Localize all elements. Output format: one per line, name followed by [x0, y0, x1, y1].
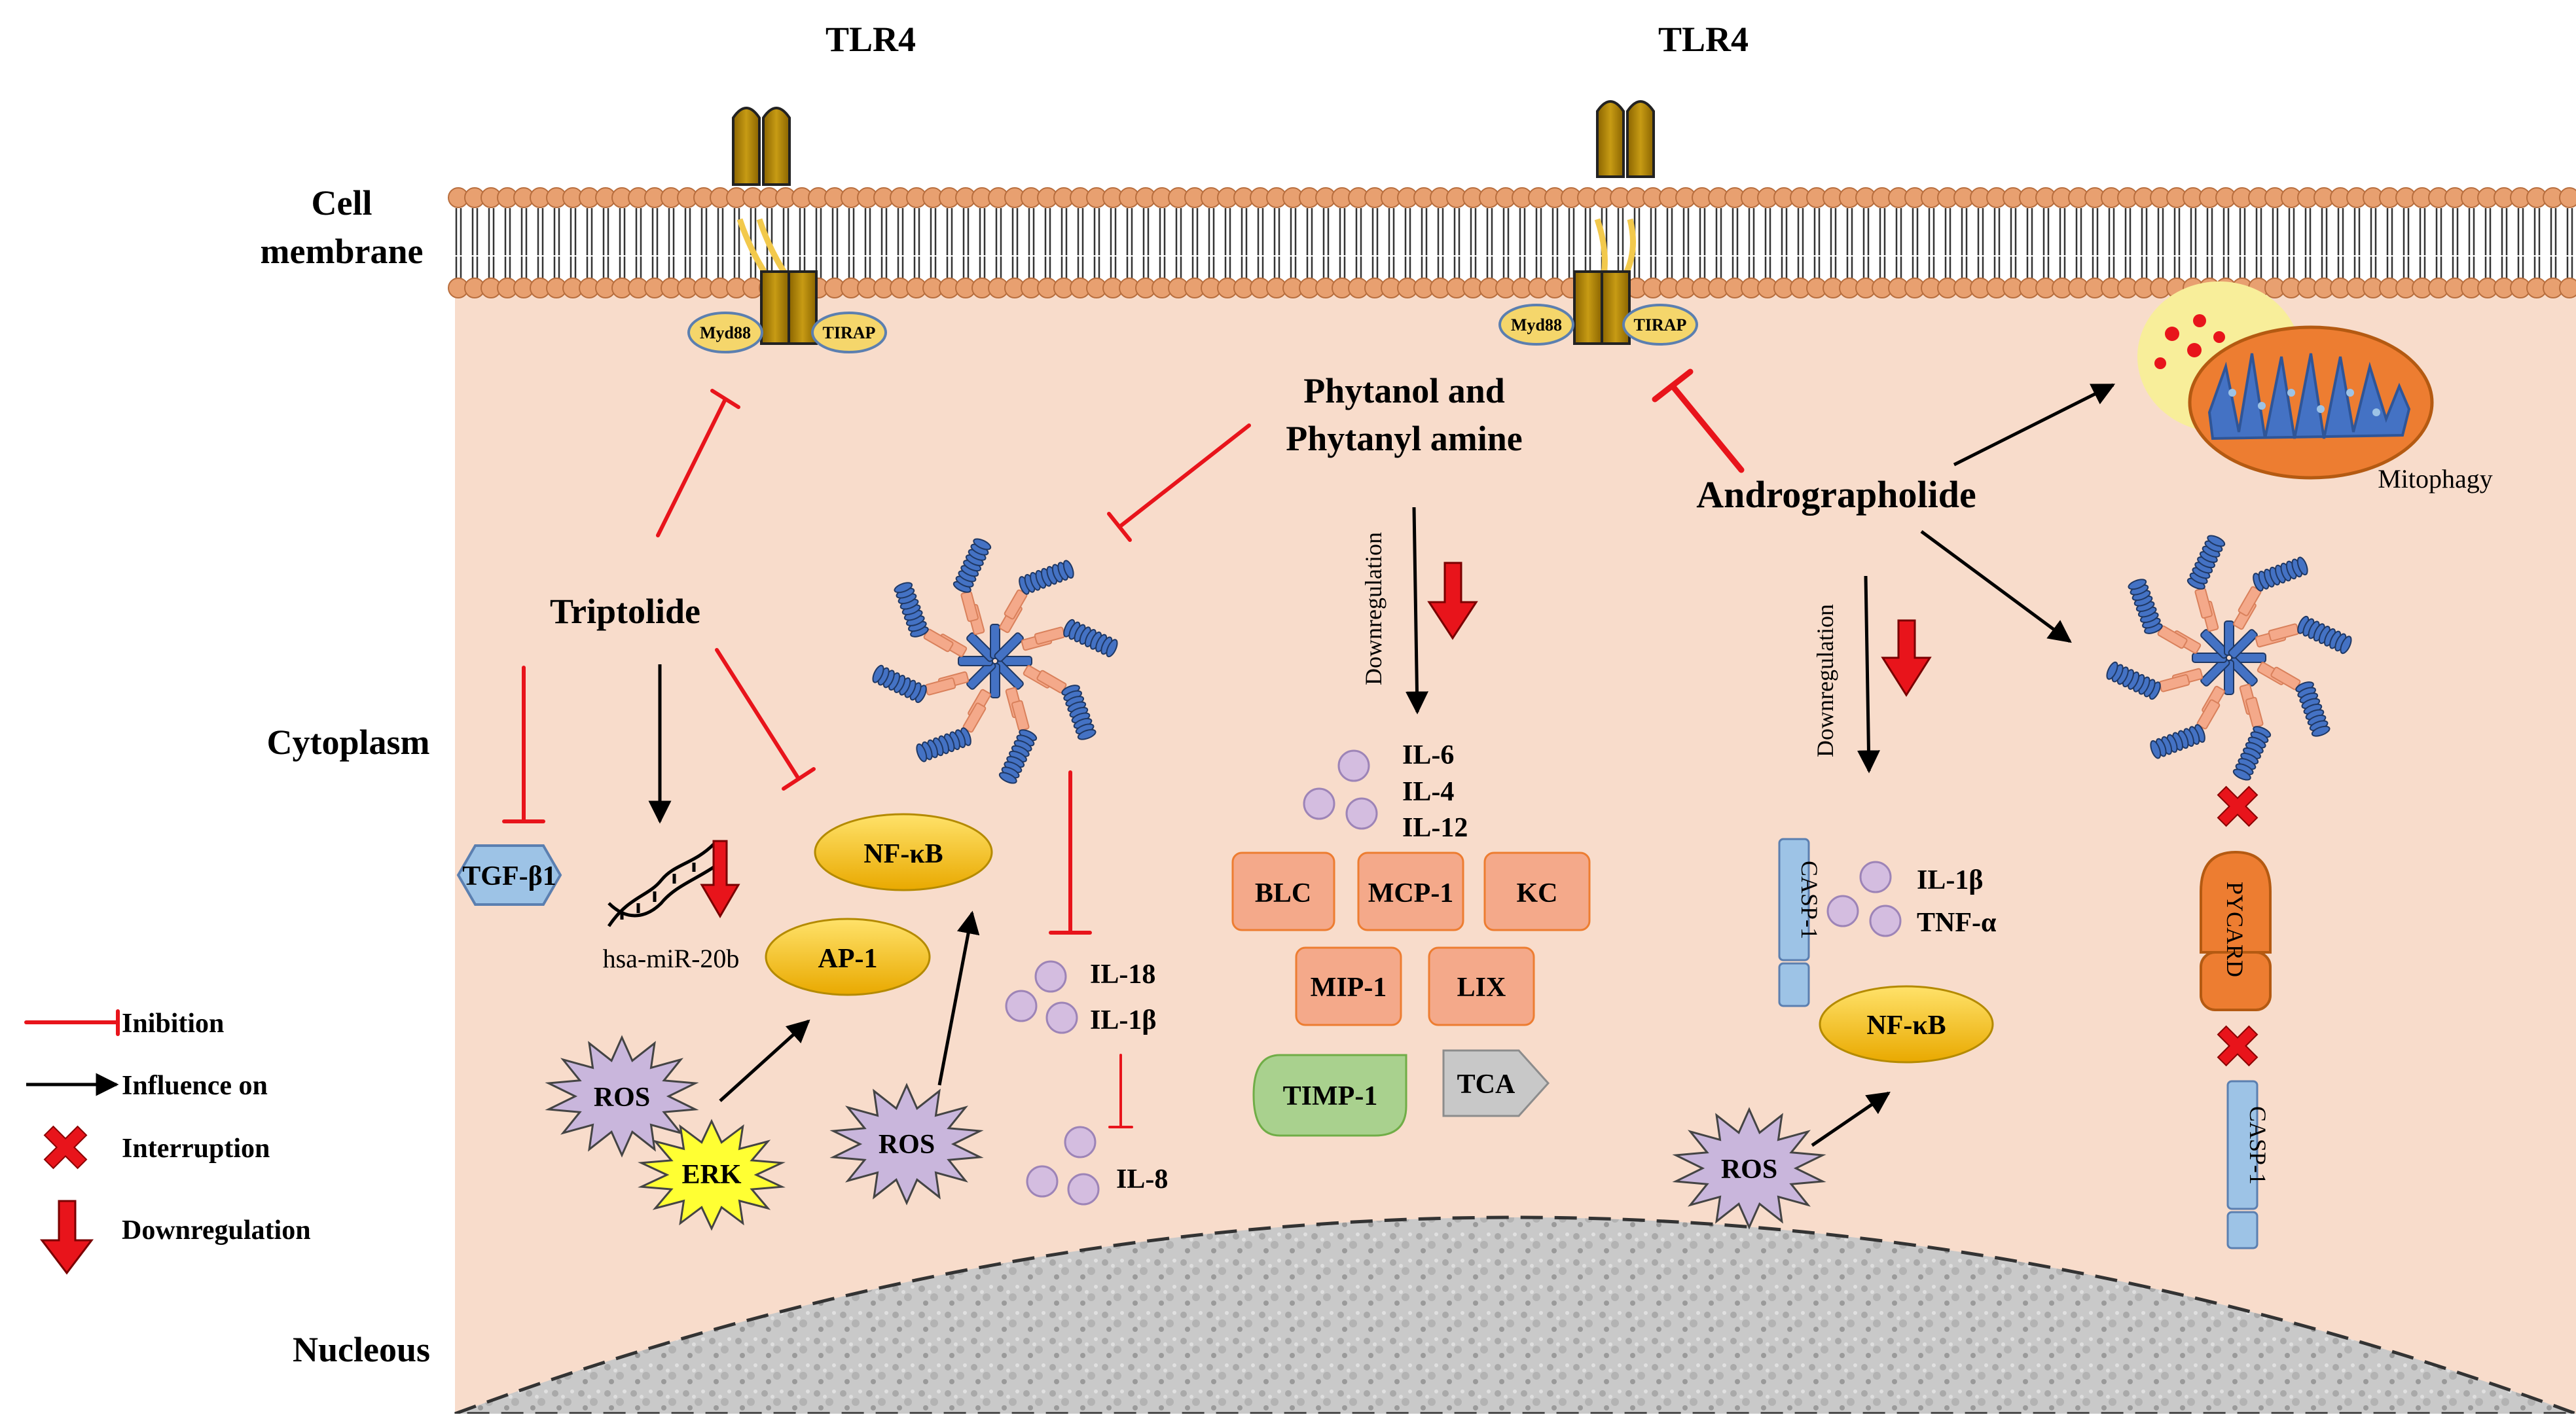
legend-interruption-label: Interruption — [122, 1134, 270, 1164]
timp1-label: TIMP-1 — [1283, 1081, 1378, 1111]
il12-label: IL-12 — [1402, 813, 1468, 843]
downregulation-arrow-mid — [1427, 562, 1478, 640]
downregulation-arrow-right — [1881, 619, 1932, 697]
tlr4-right-label: TLR4 — [1658, 20, 1749, 59]
blc-box — [1231, 852, 1335, 931]
tgf-beta1-hexagon — [456, 844, 562, 906]
il1b-right-label: IL-1β — [1917, 865, 1983, 895]
kc-label: KC — [1517, 878, 1558, 908]
inflammasome-left — [872, 538, 1118, 784]
interruption-marks — [43, 785, 2259, 1170]
casp1-left-label: CASP-1 — [1796, 861, 1823, 939]
tca-pentagon — [1442, 1049, 1550, 1117]
mip1-box — [1295, 946, 1402, 1026]
tirap-left-label: TIRAP — [823, 323, 876, 342]
legend: Inibition Influence on Interruption Down… — [122, 1009, 311, 1246]
il8-label: IL-8 — [1116, 1164, 1168, 1194]
nfkb-right-oval — [1819, 985, 1994, 1064]
andrographolide-label: Andrographolide — [1696, 473, 1976, 516]
tca-label: TCA — [1457, 1069, 1515, 1100]
tirap-right-label: TIRAP — [1634, 315, 1687, 334]
mcp1-label: MCP-1 — [1368, 878, 1454, 908]
erk-starburst — [638, 1119, 786, 1231]
ros-right-starburst — [1672, 1107, 1826, 1230]
cell-membrane — [448, 187, 2576, 298]
ros-mid-label: ROS — [879, 1130, 935, 1160]
ros-left-label: ROS — [594, 1083, 650, 1113]
kc-box — [1483, 852, 1591, 931]
cytokine-circles — [1005, 749, 1902, 1206]
mirna-label: hsa-miR-20b — [603, 944, 740, 973]
inflammasome-right — [2106, 535, 2352, 781]
ap1-oval — [765, 918, 931, 996]
downregulation-mid-label: Downregulation — [1360, 532, 1387, 685]
downregulation-arrow-mirna — [700, 840, 740, 918]
pycard-shape — [2200, 850, 2272, 1011]
myd88-right-label: Myd88 — [1511, 315, 1562, 334]
mitochondrion — [2137, 281, 2434, 480]
phytanol-label-2: Phytanyl amine — [1286, 419, 1523, 458]
il18-label: IL-18 — [1090, 960, 1155, 990]
cell-membrane-label-1: Cell — [312, 183, 372, 223]
lix-box — [1428, 946, 1535, 1026]
nfkb-left-oval — [814, 813, 993, 891]
casp1-left-bar — [1778, 838, 1810, 1007]
legend-inhibition-label: Inibition — [122, 1009, 224, 1039]
lix-label: LIX — [1457, 973, 1506, 1003]
triptolide-label: Triptolide — [550, 592, 700, 631]
pycard-label: PYCARD — [2222, 882, 2248, 977]
casp1-right-bar — [2226, 1080, 2259, 1249]
il6-label: IL-6 — [1402, 740, 1454, 770]
blc-label: BLC — [1255, 878, 1311, 908]
tlr4-receptor-right — [1498, 100, 1698, 346]
nucleous-label: Nucleous — [293, 1330, 430, 1369]
tlr4-receptor-left — [687, 107, 887, 353]
legend-downregulation-icon — [39, 1200, 94, 1275]
downregulation-right-label: Downregulation — [1812, 604, 1838, 757]
mcp1-box — [1357, 852, 1464, 931]
mirna-helix-icon — [607, 843, 715, 927]
cytoplasm-label: Cytoplasm — [266, 723, 429, 762]
il4-label: IL-4 — [1402, 777, 1454, 807]
timp1-shape — [1252, 1054, 1407, 1137]
ros-right-label: ROS — [1721, 1155, 1777, 1185]
il1b-mid-label: IL-1β — [1090, 1005, 1156, 1035]
erk-label: ERK — [681, 1160, 741, 1190]
myd88-left-label: Myd88 — [700, 323, 751, 342]
nfkb-right-label: NF-κB — [1866, 1011, 1946, 1041]
influence-arrows — [26, 383, 2116, 1147]
tlr4-left-label: TLR4 — [825, 20, 916, 59]
phytanol-label-1: Phytanol and — [1303, 371, 1505, 410]
tgf-beta1-label: TGF-β1 — [462, 861, 556, 891]
inhibition-lines — [24, 368, 1745, 1128]
ros-mid-starburst — [829, 1083, 984, 1206]
legend-downregulation-label: Downregulation — [122, 1215, 311, 1246]
ros-left-starburst — [545, 1035, 699, 1158]
nucleus-region — [454, 1215, 2576, 1416]
mitophagy-label: Mitophagy — [2378, 464, 2493, 493]
mip1-label: MIP-1 — [1311, 973, 1387, 1003]
cell-membrane-label-2: membrane — [261, 232, 424, 271]
legend-influence-label: Influence on — [122, 1071, 268, 1101]
tnfa-label: TNF-α — [1917, 908, 1997, 938]
nfkb-left-label: NF-κB — [863, 839, 943, 869]
casp1-right-label: CASP-1 — [2245, 1106, 2271, 1185]
ap1-label: AP-1 — [818, 944, 878, 974]
